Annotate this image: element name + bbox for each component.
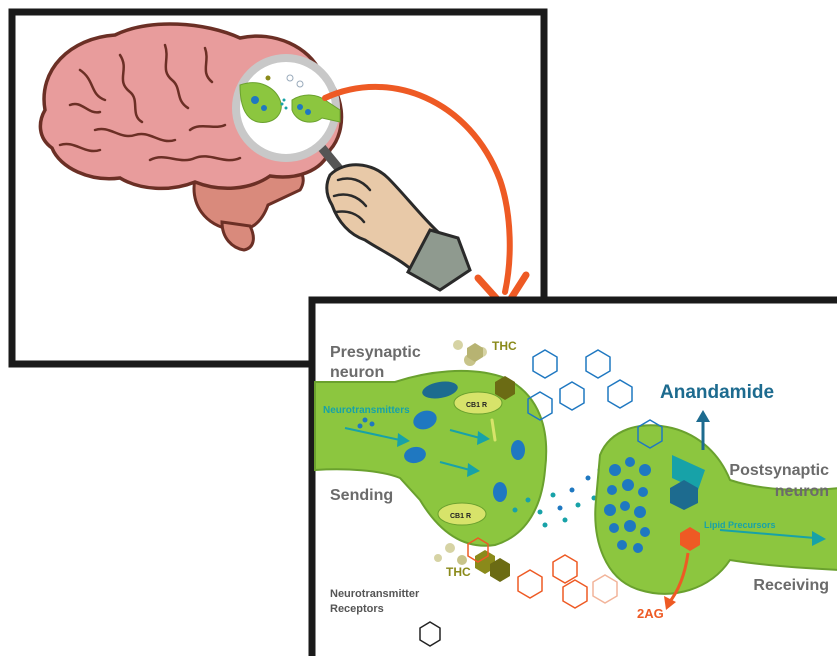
receiving-label: Receiving <box>753 577 829 594</box>
sending-label: Sending <box>330 487 393 504</box>
thc-label-bottom: THC <box>446 565 471 579</box>
presynaptic-label-line1: Presynaptic <box>330 344 421 361</box>
postsynaptic-label-line1: Postsynaptic <box>729 462 829 479</box>
thc-label-top: THC <box>492 339 517 353</box>
lipid-precursors-label: Lipid Precursors <box>704 520 776 530</box>
nt-receptors-label-line1: Neurotransmitter <box>330 588 420 600</box>
two-ag-label: 2AG <box>637 606 664 621</box>
neurotransmitters-label: Neurotransmitters <box>323 405 410 416</box>
anandamide-label: Anandamide <box>660 382 774 403</box>
nt-receptors-label-line2: Receptors <box>330 603 384 615</box>
cb1r-label-bottom: CB1 R <box>450 513 471 520</box>
presynaptic-label-line2: neuron <box>330 364 384 381</box>
cb1r-label-top: CB1 R <box>466 402 487 409</box>
postsynaptic-label-line2: neuron <box>775 483 829 500</box>
